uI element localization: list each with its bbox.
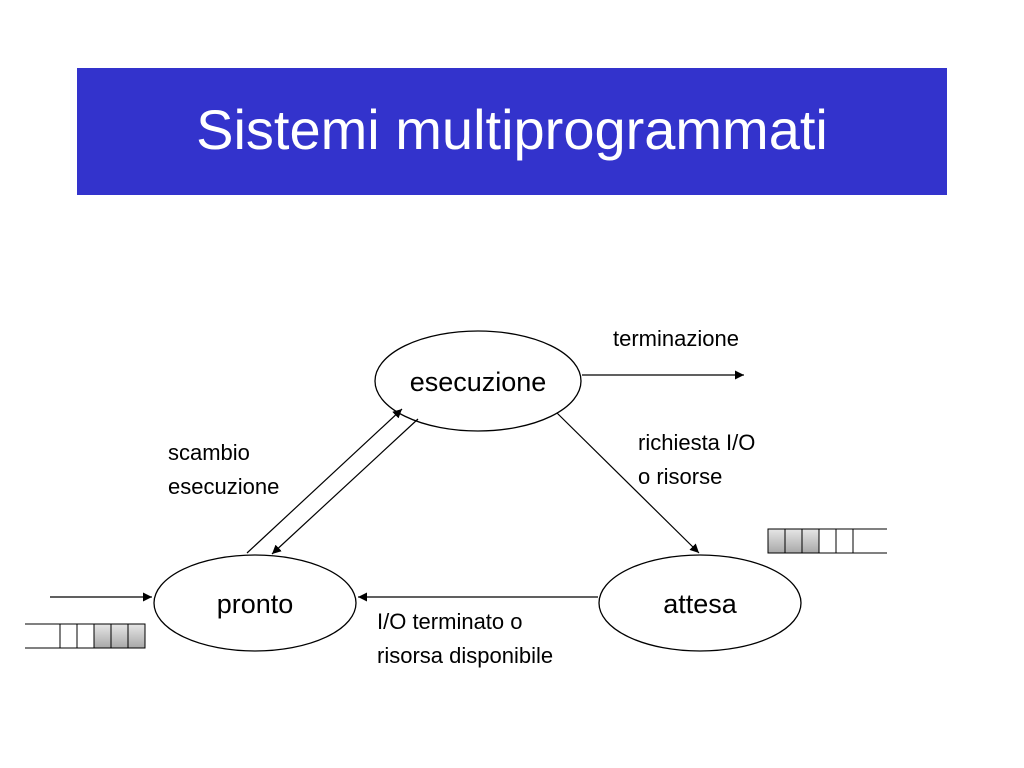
label-io-done-line2: risorsa disponibile xyxy=(377,643,553,668)
queue-cell-filled xyxy=(127,623,146,649)
waiting-queue xyxy=(767,528,887,554)
node-esecuzione-label: esecuzione xyxy=(410,367,547,397)
queue-cell-filled xyxy=(801,528,820,554)
label-io-done-line1: I/O terminato o xyxy=(377,609,523,634)
queue-cell-filled xyxy=(93,623,112,649)
queue-cell-filled xyxy=(767,528,786,554)
node-pronto: pronto xyxy=(153,554,357,652)
queue-cell xyxy=(59,623,78,649)
slide-title: Sistemi multiprogrammati xyxy=(196,97,828,161)
title-banner: Sistemi multiprogrammati xyxy=(77,68,947,195)
ready-queue xyxy=(25,623,146,649)
label-io-request-line1: richiesta I/O xyxy=(638,430,755,455)
queue-cell-filled xyxy=(784,528,803,554)
node-attesa-label: attesa xyxy=(663,589,738,619)
queue-cell xyxy=(835,528,854,554)
queue-cell xyxy=(818,528,837,554)
arrow-exec-to-waiting xyxy=(556,412,700,554)
label-io-request-line2: o risorse xyxy=(638,464,722,489)
label-termination: terminazione xyxy=(613,326,739,351)
node-pronto-label: pronto xyxy=(217,589,294,619)
label-exec-swap-line1: scambio xyxy=(168,440,250,465)
queue-cell-filled xyxy=(110,623,129,649)
node-esecuzione: esecuzione xyxy=(374,330,582,432)
label-exec-swap-line2: esecuzione xyxy=(168,474,279,499)
queue-cell xyxy=(76,623,95,649)
node-attesa: attesa xyxy=(598,554,802,652)
arrow-ready-to-exec xyxy=(246,408,403,554)
arrow-exec-to-ready xyxy=(271,418,419,555)
